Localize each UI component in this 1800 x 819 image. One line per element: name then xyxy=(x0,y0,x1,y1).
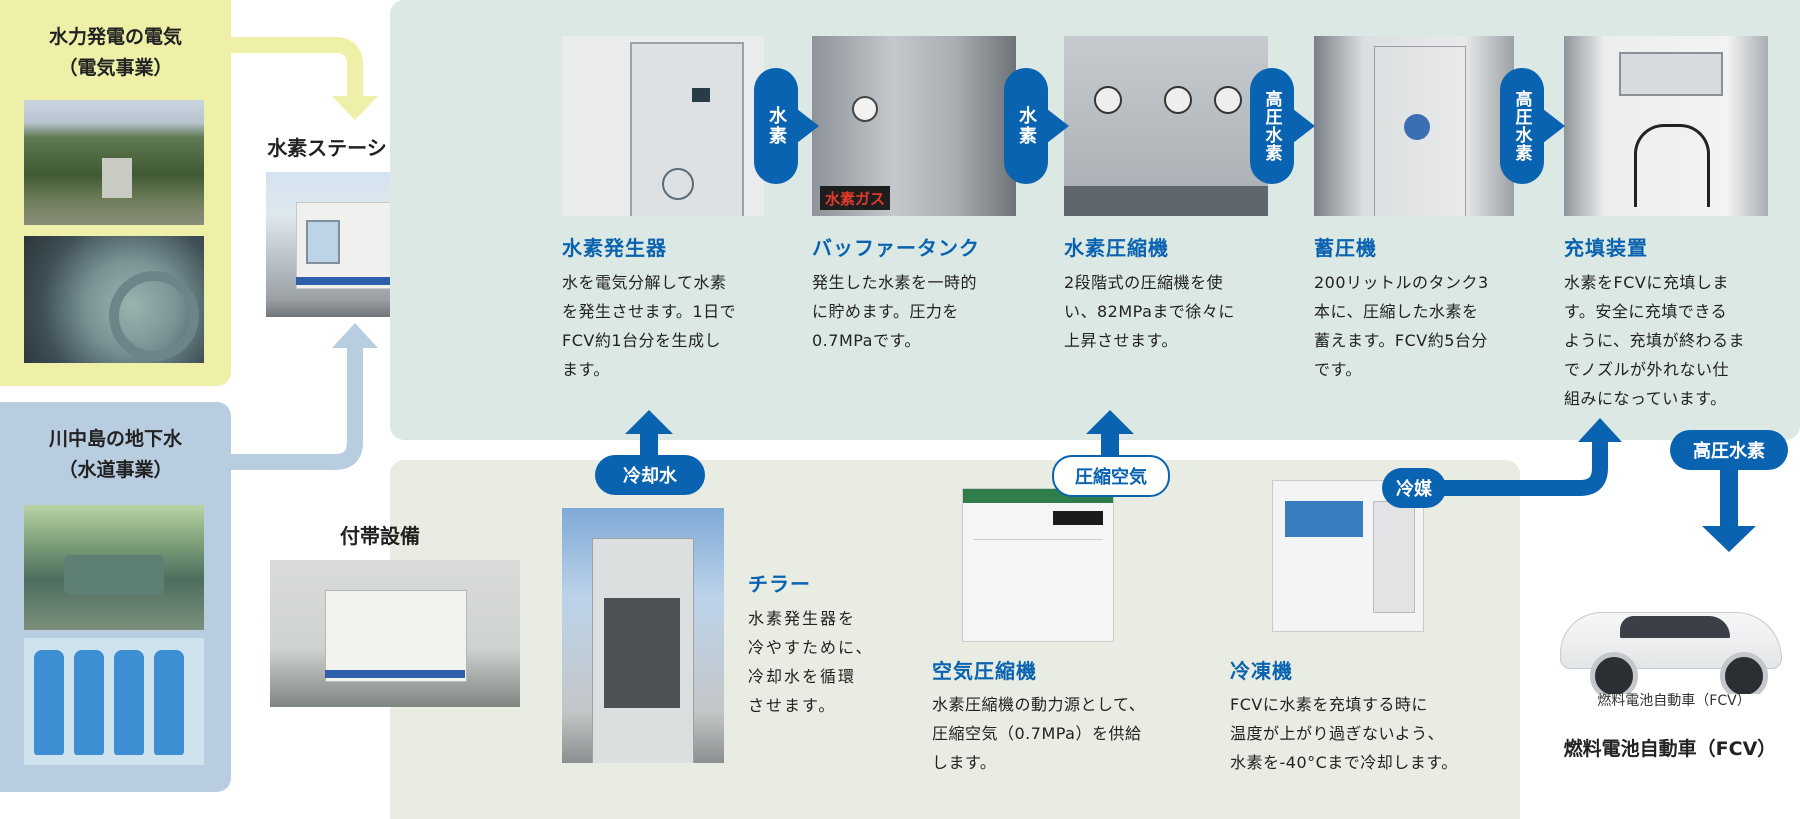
step-text-accumulator: 200リットルのタンク3 本に、圧縮した水素を 蓄えます。FCV約5台分 です。 xyxy=(1314,273,1489,379)
compressor-photo xyxy=(1064,36,1268,216)
step-title-buffer-tank: バッファータンク xyxy=(812,236,980,260)
connector-high-pressure-1: 高圧水素 xyxy=(1250,68,1294,184)
dispenser-photo xyxy=(1564,36,1768,216)
step-title-generator: 水素発生器 xyxy=(562,236,667,260)
generator-photo xyxy=(562,36,764,216)
connector-hydrogen-1: 水素 xyxy=(754,68,798,184)
arrow-icon xyxy=(1047,109,1069,143)
connector-high-pressure-2: 高圧水素 xyxy=(1500,68,1544,184)
step-title-dispenser: 充填装置 xyxy=(1564,236,1648,260)
utility-title-refrigerator: 冷凍機 xyxy=(1230,659,1293,683)
dam-photo xyxy=(24,100,204,225)
utility-title-air-compressor: 空気圧縮機 xyxy=(932,659,1037,683)
step-text-buffer-tank: 発生した水素を一時的 に貯めます。圧力を 0.7MPaです。 xyxy=(812,273,978,350)
step-title-compressor: 水素圧縮機 xyxy=(1064,236,1169,260)
flow-label-compressed-air: 圧縮空気 xyxy=(1052,455,1170,497)
groundwater-source-title: 川中島の地下水 （水道事業） xyxy=(48,428,182,481)
step-text-generator: 水を電気分解して水素 を発生させます。1日で FCV約1台分を生成し ます。 xyxy=(562,273,737,379)
utility-text-air-compressor: 水素圧縮機の動力源として、 圧縮空気（0.7MPa）を供給 します。 xyxy=(932,695,1146,772)
connector-hydrogen-2: 水素 xyxy=(1004,68,1048,184)
step-text-compressor: 2段階式の圧縮機を使 い、82MPaまで徐々に 上昇させます。 xyxy=(1064,273,1235,350)
flow-label-cooling-water: 冷却水 xyxy=(595,455,705,495)
utility-title-chiller: チラー xyxy=(748,572,811,596)
auxiliary-label: 付帯設備 xyxy=(340,524,420,548)
refrigerator-photo xyxy=(1272,480,1424,632)
chiller-photo xyxy=(562,508,724,763)
arrow-icon xyxy=(1293,109,1315,143)
utility-text-chiller: 水素発生器を 冷やすために、 冷却水を循環 させます。 xyxy=(748,609,874,715)
waterworks-photo xyxy=(24,505,204,630)
flow-label-high-pressure-hydrogen: 高圧水素 xyxy=(1670,430,1788,470)
step-text-dispenser: 水素をFCVに充填しま す。安全に充填できる ように、充填が終わるま でノズルが… xyxy=(1564,273,1746,408)
fcv-caption-small: 燃料電池自動車（FCV） xyxy=(1597,693,1751,709)
utility-text-refrigerator: FCVに水素を充填する時に 温度が上がり過ぎないよう、 水素を-40°Cまで冷却… xyxy=(1230,695,1458,772)
flow-label-refrigerant: 冷媒 xyxy=(1382,468,1446,508)
step-title-accumulator: 蓄圧機 xyxy=(1314,236,1377,260)
arrow-icon xyxy=(1543,109,1565,143)
hydrogen-gas-sign: 水素ガス xyxy=(820,186,890,210)
arrow-icon xyxy=(797,109,819,143)
fcv-car-photo xyxy=(1550,582,1790,694)
turbine-photo xyxy=(24,236,204,363)
accumulator-photo xyxy=(1314,36,1514,216)
auxiliary-photo xyxy=(270,560,520,707)
buffer-tank-photo: 水素ガス xyxy=(812,36,1016,216)
fcv-caption: 燃料電池自動車（FCV） xyxy=(1563,738,1777,760)
hydro-source-title: 水力発電の電気 （電気事業） xyxy=(48,26,182,79)
water-bottles-photo xyxy=(24,638,204,765)
